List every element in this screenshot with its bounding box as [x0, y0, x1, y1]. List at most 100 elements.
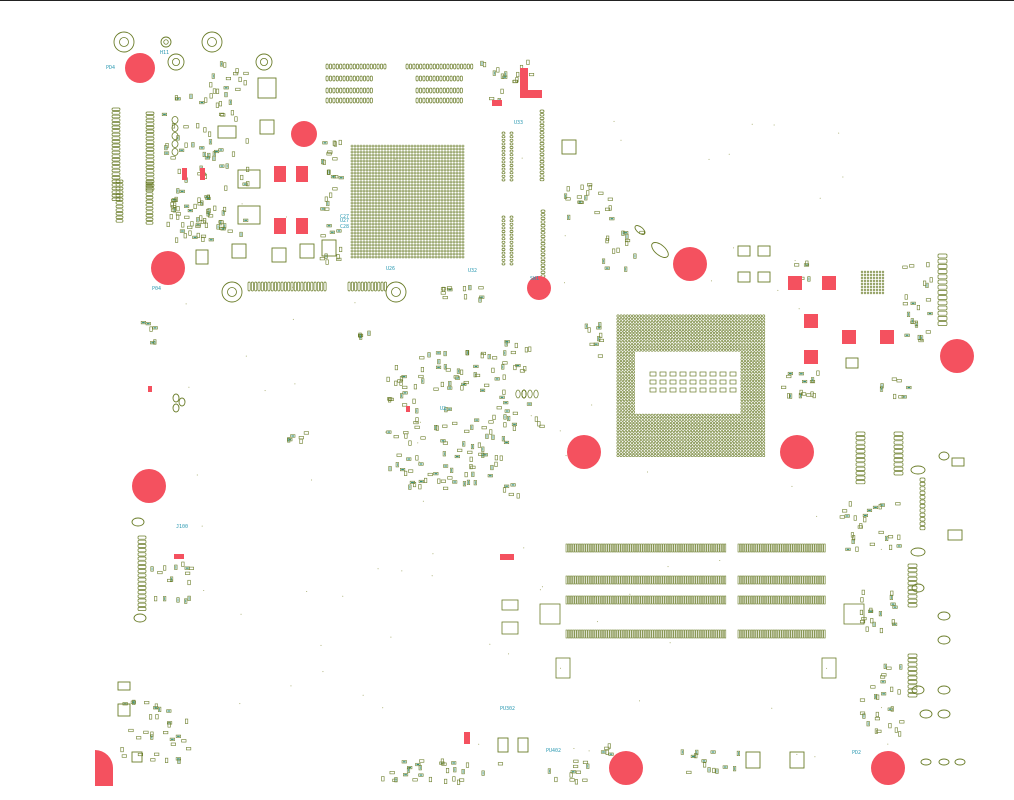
bga-ball: [404, 165, 408, 169]
bga-ball: [638, 454, 642, 457]
bga-ball: [725, 348, 728, 352]
bga-ball: [443, 183, 447, 187]
slot-pin: [598, 595, 601, 605]
bga-ball: [392, 243, 396, 247]
connector-pin: [501, 156, 506, 160]
bga-ball: [461, 156, 465, 160]
smd-pad: [400, 468, 406, 472]
bga-ball: [659, 435, 663, 439]
bga-ball: [359, 177, 363, 181]
smd-pad: [878, 530, 884, 535]
bga-ball: [694, 348, 697, 352]
bga-ball: [374, 150, 378, 154]
smd-pad: [469, 456, 473, 462]
connector-pin: [137, 598, 147, 603]
bga-ball: [860, 291, 864, 295]
smd-pad-core: [884, 664, 886, 668]
connector-pin: [540, 238, 546, 242]
bga-ball: [756, 398, 759, 402]
connector-pin: [501, 222, 506, 226]
slot-pin: [629, 595, 632, 605]
bga-ball: [461, 225, 465, 229]
smd-pad: [488, 420, 494, 424]
bga-ball: [410, 225, 414, 229]
slot-pin: [794, 543, 797, 553]
smd-pad-core: [921, 336, 922, 340]
cpu-inner-cap: [649, 387, 657, 393]
connector-pin: [919, 477, 926, 482]
bga-ball: [455, 150, 459, 154]
bga-ball: [452, 246, 456, 250]
bga-ball: [431, 159, 435, 163]
slot-pin: [675, 575, 678, 585]
bga-ball: [725, 323, 728, 327]
bga-ball: [458, 207, 462, 211]
smd-pad: [176, 188, 180, 194]
smd-pad-core: [918, 335, 920, 340]
smd-pad-core: [408, 767, 412, 769]
bga-ball: [644, 429, 648, 433]
slot-pin: [620, 575, 623, 585]
bga-ball: [356, 165, 360, 169]
slot-pin: [649, 595, 652, 605]
bga-ball: [703, 345, 707, 349]
bga-ball: [672, 447, 676, 451]
connector-pin: [356, 63, 360, 70]
bga-ball: [762, 370, 766, 374]
bga-ball: [398, 237, 402, 241]
smd-pad-core: [167, 710, 171, 712]
bga-ball: [434, 201, 438, 205]
bga-ball: [386, 174, 390, 178]
bga-ball: [446, 201, 450, 205]
bga-ball: [709, 441, 713, 445]
bga-ball: [380, 171, 384, 175]
bga-ball: [416, 243, 420, 247]
bga-ball: [368, 195, 372, 199]
bga-ball: [395, 240, 399, 244]
bga-ball: [377, 171, 381, 175]
slot-pin: [742, 629, 745, 639]
bga-ball: [413, 174, 417, 178]
connector-pin: [145, 126, 155, 130]
bga-ball: [675, 342, 679, 346]
bga-ball: [731, 438, 735, 442]
bga-ball: [428, 234, 432, 238]
bga-ball: [731, 447, 735, 451]
smd-pad: [245, 138, 249, 144]
smd-pad: [440, 479, 446, 483]
bga-ball: [377, 147, 381, 151]
smd-pad: [184, 215, 190, 219]
bga-ball: [749, 348, 753, 352]
bga-ball: [407, 150, 411, 154]
smd-pad: [594, 210, 600, 215]
bga-ball: [461, 180, 465, 184]
connector-pin: [509, 164, 514, 167]
smd-pad: [589, 342, 595, 346]
connector-pin: [352, 87, 356, 94]
connector-pin: [145, 192, 154, 196]
bga-ball: [616, 429, 620, 433]
bga-ball: [659, 438, 663, 442]
via-dot: [710, 280, 712, 282]
slot-pin: [783, 543, 786, 553]
slot-pin: [616, 629, 619, 639]
bga-ball: [678, 413, 682, 417]
connector-pin: [346, 63, 349, 70]
connector-pin: [111, 107, 121, 111]
bga-ball: [644, 326, 648, 330]
bga-ball: [389, 234, 393, 238]
connector-pin: [137, 590, 147, 595]
bga-ball: [743, 401, 747, 405]
bga-ball: [743, 385, 747, 389]
bga-ball: [756, 454, 759, 457]
smd-pad-core: [486, 434, 488, 438]
bga-ball: [619, 404, 623, 408]
slot-pin: [631, 629, 634, 639]
bga-ball: [632, 398, 635, 402]
connector-pin: [335, 75, 339, 82]
bga-ball: [440, 204, 444, 208]
bga-ball: [619, 401, 623, 405]
smd-pad-core: [401, 469, 404, 471]
bga-ball: [752, 333, 756, 337]
slot-pin: [742, 543, 745, 553]
